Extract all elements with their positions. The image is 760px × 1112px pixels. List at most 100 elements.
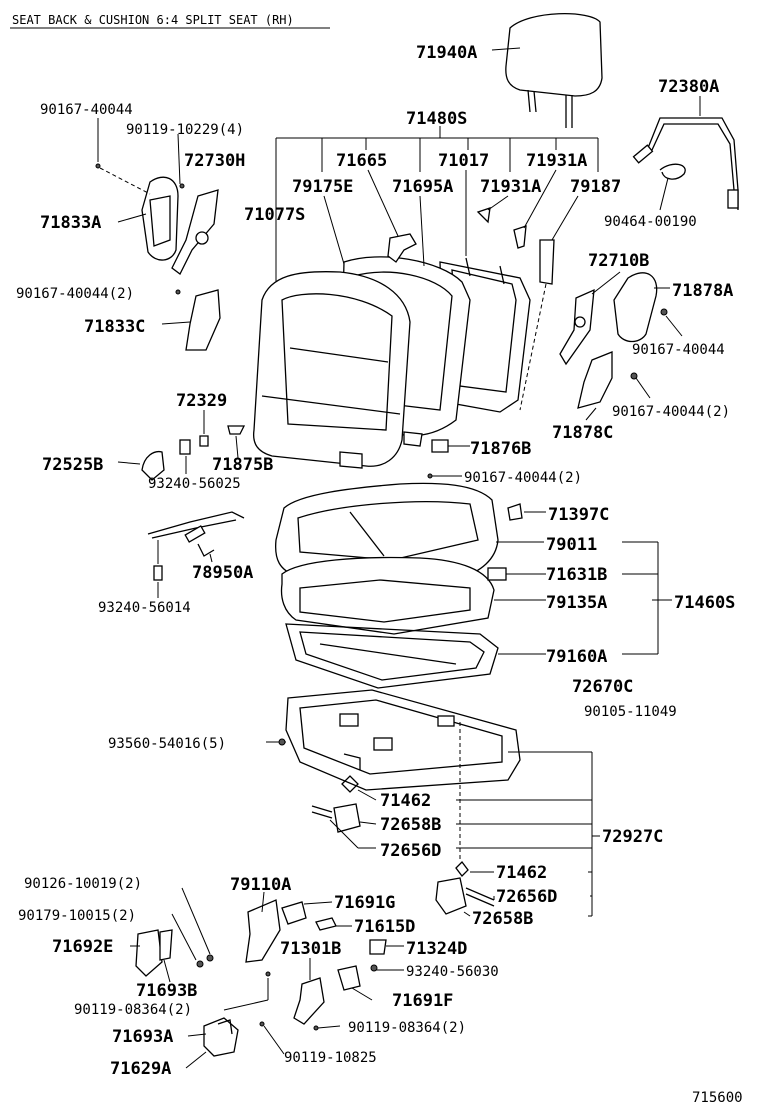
seat-back-drawing — [252, 207, 555, 469]
label-90167-40044-a: 90167-40044 — [40, 102, 133, 118]
bracket-71480S — [275, 126, 599, 285]
label-71691F: 71691F — [392, 991, 453, 1011]
label-71931A-a: 71931A — [526, 151, 587, 171]
label-93240-56025: 93240-56025 — [148, 476, 241, 492]
leader-71878C — [585, 407, 597, 421]
cushion-frame-drawing — [285, 689, 521, 791]
leader-72525B — [117, 461, 141, 465]
label-71878A: 71878A — [672, 281, 733, 301]
label-71693A: 71693A — [112, 1027, 173, 1047]
label-71833A: 71833A — [40, 213, 101, 233]
label-71615D: 71615D — [354, 917, 415, 937]
label-90119-10229: 90119-10229(4) — [126, 122, 244, 138]
label-71665: 71665 — [336, 151, 387, 171]
label-79160A: 79160A — [546, 647, 607, 667]
label-90167-40044-2b: 90167-40044(2) — [612, 404, 730, 420]
headrest-support-drawing — [632, 117, 739, 210]
leader-79175E — [323, 195, 345, 265]
label-71692E: 71692E — [52, 937, 113, 957]
label-79175E: 79175E — [292, 177, 353, 197]
leader-71462-a — [357, 789, 377, 801]
leader-72710B — [591, 271, 621, 295]
leader-71693A — [187, 1033, 207, 1037]
bracket-72927C — [456, 752, 600, 917]
dash-90167-a — [99, 167, 151, 195]
label-79135A: 79135A — [546, 593, 607, 613]
label-79187: 79187 — [570, 177, 621, 197]
dash-79187 — [519, 283, 547, 411]
leader-90119-08364-b — [317, 1025, 341, 1029]
harness-drawing — [147, 511, 245, 581]
leader-90179 — [171, 913, 197, 961]
label-71631B: 71631B — [546, 565, 607, 585]
lower-left-parts-drawing — [311, 775, 361, 833]
leader-72658B-a — [359, 821, 377, 825]
label-72329: 72329 — [176, 391, 227, 411]
label-93240-56014: 93240-56014 — [98, 600, 191, 616]
label-71077S: 71077S — [244, 205, 305, 225]
leader-71833A — [117, 213, 147, 223]
label-71691G: 71691G — [334, 893, 395, 913]
leader-79110A — [261, 891, 265, 913]
label-71460S: 71460S — [674, 593, 735, 613]
label-71480S: 71480S — [406, 109, 467, 129]
label-71462-a: 71462 — [380, 791, 431, 811]
label-71017: 71017 — [438, 151, 489, 171]
label-71940A: 71940A — [416, 43, 477, 63]
label-71301B: 71301B — [280, 939, 341, 959]
leader-71940A — [491, 47, 521, 51]
cover-71833C-drawing — [175, 289, 221, 351]
leader-90464 — [659, 177, 669, 211]
leader-72656D-a — [329, 819, 359, 849]
label-90464-00190: 90464-00190 — [604, 214, 697, 230]
label-71695A: 71695A — [392, 177, 453, 197]
leader-71629A — [185, 1051, 207, 1069]
leader-90119-10229 — [177, 133, 181, 185]
label-90119-08364-a: 90119-08364(2) — [74, 1002, 192, 1018]
leader-71665 — [367, 169, 399, 237]
leader-71833C — [161, 321, 191, 325]
label-71397C: 71397C — [548, 505, 609, 525]
label-93560-54016: 93560-54016(5) — [108, 736, 226, 752]
label-72670C: 72670C — [572, 677, 633, 697]
leader-90126 — [181, 887, 211, 955]
label-90179-10015: 90179-10015(2) — [18, 908, 136, 924]
label-71324D: 71324D — [406, 939, 467, 959]
headrest-drawing — [505, 12, 603, 128]
label-90119-10825: 90119-10825 — [284, 1050, 377, 1066]
label-72927C: 72927C — [602, 827, 663, 847]
label-90167-40044-2a: 90167-40044(2) — [16, 286, 134, 302]
label-71693B: 71693B — [136, 981, 197, 1001]
label-90126-10019: 90126-10019(2) — [24, 876, 142, 892]
label-90167-40044-b: 90167-40044 — [632, 342, 725, 358]
diagram-title: SEAT BACK & CUSHION 6:4 SPLIT SEAT (RH) — [12, 13, 294, 27]
leader-90119-08364-a2 — [223, 999, 269, 1011]
label-79011: 79011 — [546, 535, 597, 555]
leader-72658B-b — [463, 911, 471, 917]
label-72730H: 72730H — [184, 151, 245, 171]
label-72525B: 72525B — [42, 455, 103, 475]
lever-bracket-drawing — [135, 899, 387, 1057]
leader-71931A-b — [487, 195, 509, 211]
hinge-cover-left-drawing — [95, 163, 219, 275]
label-71875B: 71875B — [212, 455, 273, 475]
figure-number: 715600 — [692, 1090, 743, 1106]
label-71833C: 71833C — [84, 317, 145, 337]
label-72380A: 72380A — [658, 77, 719, 97]
label-71878C: 71878C — [552, 423, 613, 443]
bracket-71460S — [622, 541, 672, 655]
leader-90167-b — [665, 315, 683, 337]
label-72658B-a: 72658B — [380, 815, 441, 835]
leader-71875B — [235, 435, 239, 459]
label-71876B: 71876B — [470, 439, 531, 459]
label-90119-08364-b: 90119-08364(2) — [348, 1020, 466, 1036]
lower-right-parts-drawing — [435, 861, 495, 915]
leader-78950A — [209, 553, 213, 563]
leader-71931A-a — [523, 169, 557, 229]
leader-71695A — [419, 195, 425, 267]
label-72656D-a: 72656D — [380, 841, 441, 861]
label-72656D-b: 72656D — [496, 887, 557, 907]
label-71931A-b: 71931A — [480, 177, 541, 197]
leader-71693B — [163, 959, 171, 983]
